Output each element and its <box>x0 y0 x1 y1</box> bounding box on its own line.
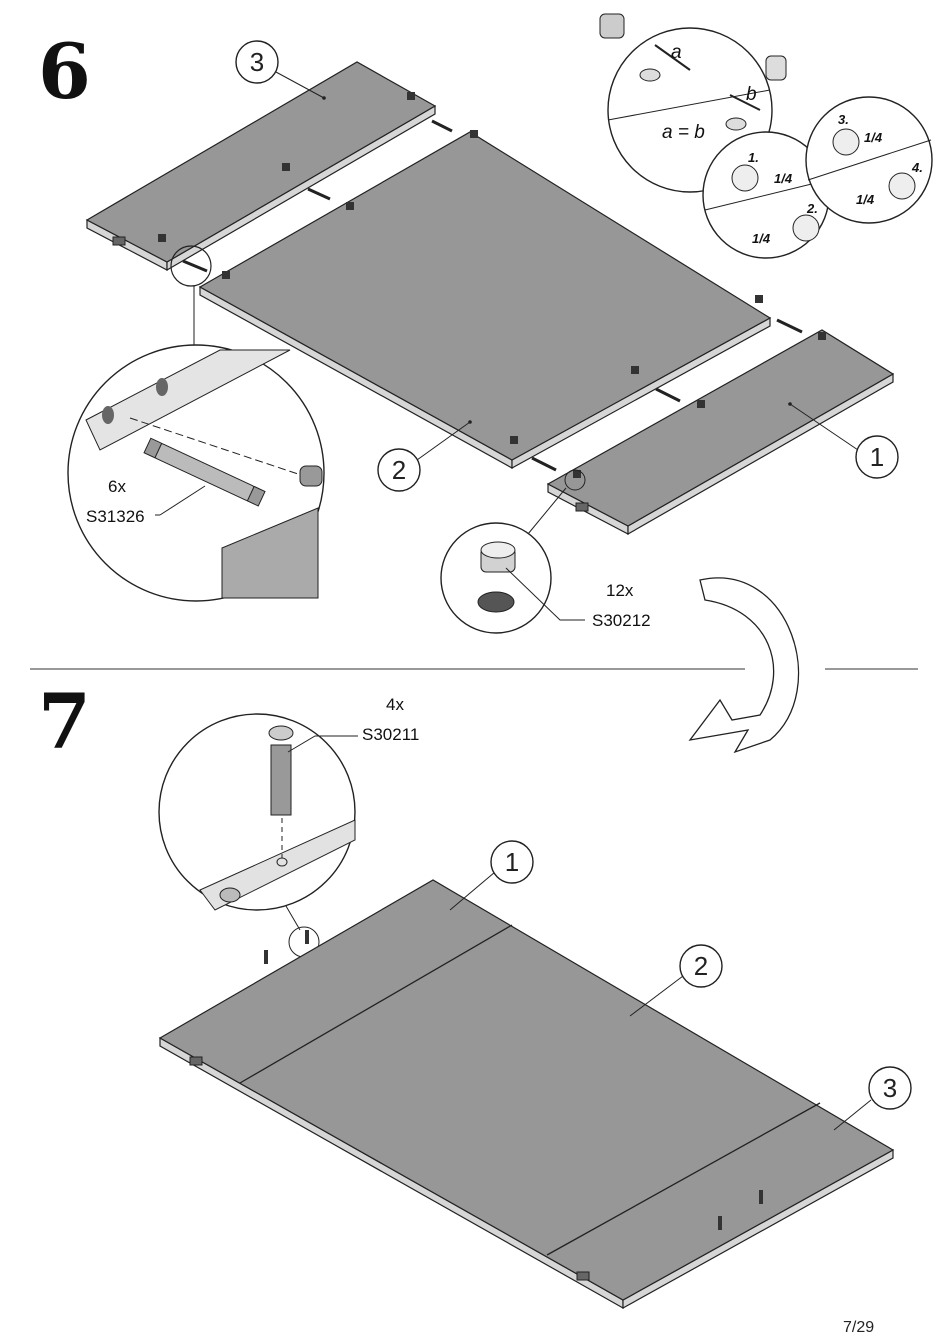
dowels <box>182 119 803 472</box>
screw-qty: 4x <box>386 695 404 714</box>
svg-text:1: 1 <box>505 847 519 877</box>
svg-text:3: 3 <box>883 1073 897 1103</box>
svg-text:1.: 1. <box>748 150 759 165</box>
part-callout-1: 1 <box>789 403 899 479</box>
svg-text:b: b <box>746 84 757 105</box>
cam-detail: 12x S30212 <box>440 469 651 634</box>
dowel-detail: 6x S31326 <box>67 245 325 602</box>
svg-text:1/4: 1/4 <box>752 231 771 246</box>
screw-detail: 4x S30211 <box>158 695 419 958</box>
cam-qty: 12x <box>606 581 634 600</box>
part-callout-7-1: 1 <box>449 840 534 911</box>
page-indicator: 7/29 <box>843 1319 874 1336</box>
screw-code: S30211 <box>362 725 419 744</box>
svg-text:2: 2 <box>392 455 406 485</box>
step6-board-1 <box>546 329 895 536</box>
svg-text:a: a <box>671 42 682 63</box>
part-callout-7-2: 2 <box>629 944 723 1017</box>
svg-text:a = b: a = b <box>662 122 705 143</box>
svg-text:4.: 4. <box>911 160 923 175</box>
step-6-number: 6 <box>38 27 91 116</box>
svg-text:3.: 3. <box>838 112 849 127</box>
svg-text:1: 1 <box>870 442 884 472</box>
rotation-sequence: 1. 1/4 2. 1/4 3. 1/4 4. 1/4 <box>702 96 933 259</box>
step-7-number: 7 <box>38 677 91 766</box>
svg-text:1/4: 1/4 <box>864 130 883 145</box>
part-callout-7-3: 3 <box>833 1066 912 1131</box>
svg-text:2: 2 <box>694 951 708 981</box>
dowel-code: S31326 <box>86 507 145 526</box>
assembled-board <box>158 879 895 1310</box>
step6-board-3 <box>85 61 437 272</box>
svg-text:1/4: 1/4 <box>774 171 793 186</box>
flip-arrow <box>688 577 800 754</box>
step6-board-2 <box>198 130 772 470</box>
svg-text:2.: 2. <box>806 201 818 216</box>
part-callout-2: 2 <box>377 421 471 492</box>
svg-text:1/4: 1/4 <box>856 192 875 207</box>
dowel-qty: 6x <box>108 477 126 496</box>
cam-code: S30212 <box>592 611 651 630</box>
part-callout-3: 3 <box>235 40 325 99</box>
svg-text:3: 3 <box>250 47 264 77</box>
